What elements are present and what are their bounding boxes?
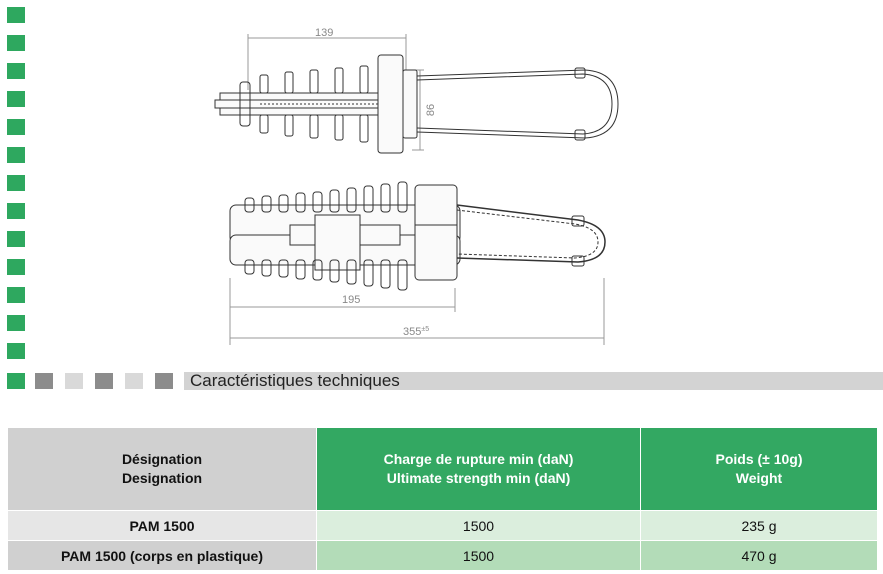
header-strength: Charge de rupture min (daN) Ultimate str… bbox=[316, 427, 641, 511]
dim-height: 86 bbox=[425, 104, 437, 116]
header-en: Ultimate strength min (daN) bbox=[386, 470, 571, 486]
header-weight: Poids (± 10g) Weight bbox=[640, 427, 878, 511]
cell-weight: 470 g bbox=[640, 540, 878, 571]
decor-square bbox=[7, 147, 25, 163]
header-designation: Désignation Designation bbox=[7, 427, 317, 511]
decor-square bbox=[7, 315, 25, 331]
spec-table: Désignation Designation Charge de ruptur… bbox=[7, 427, 878, 571]
decor-square bbox=[35, 373, 53, 389]
technical-drawing: 139 86 195 355±5 bbox=[214, 27, 619, 345]
decor-square bbox=[7, 343, 25, 359]
decor-square bbox=[7, 373, 25, 389]
decor-square bbox=[7, 63, 25, 79]
cell-strength: 1500 bbox=[316, 540, 641, 571]
decor-square bbox=[155, 373, 173, 389]
cell-designation: PAM 1500 bbox=[7, 510, 317, 541]
decor-square bbox=[95, 373, 113, 389]
section-title: Caractéristiques techniques bbox=[190, 371, 400, 390]
cell-strength: 1500 bbox=[316, 510, 641, 541]
table-row: PAM 1500 (corps en plastique) 1500 470 g bbox=[7, 540, 878, 571]
dim-top-length: 139 bbox=[315, 27, 333, 39]
cell-weight: 235 g bbox=[640, 510, 878, 541]
header-fr: Poids (± 10g) bbox=[715, 451, 803, 467]
header-en: Designation bbox=[121, 470, 203, 486]
dim-total-length: 355±5 bbox=[403, 326, 429, 338]
decor-square bbox=[7, 35, 25, 51]
table-header-row: Désignation Designation Charge de ruptur… bbox=[7, 427, 878, 511]
decor-square bbox=[7, 203, 25, 219]
cell-designation: PAM 1500 (corps en plastique) bbox=[7, 540, 317, 571]
decor-square bbox=[7, 287, 25, 303]
decor-square bbox=[65, 373, 83, 389]
section-banner: Caractéristiques techniques bbox=[184, 371, 883, 390]
header-en: Weight bbox=[735, 470, 783, 486]
decor-square bbox=[7, 231, 25, 247]
decor-square bbox=[125, 373, 143, 389]
decor-square bbox=[7, 175, 25, 191]
header-fr: Charge de rupture min (daN) bbox=[383, 451, 574, 467]
decor-square bbox=[7, 7, 25, 23]
table-row: PAM 1500 1500 235 g bbox=[7, 510, 878, 541]
header-fr: Désignation bbox=[121, 451, 203, 467]
decor-square bbox=[7, 259, 25, 275]
decor-square bbox=[7, 119, 25, 135]
dim-inner-length: 195 bbox=[342, 294, 360, 306]
decor-square bbox=[7, 91, 25, 107]
